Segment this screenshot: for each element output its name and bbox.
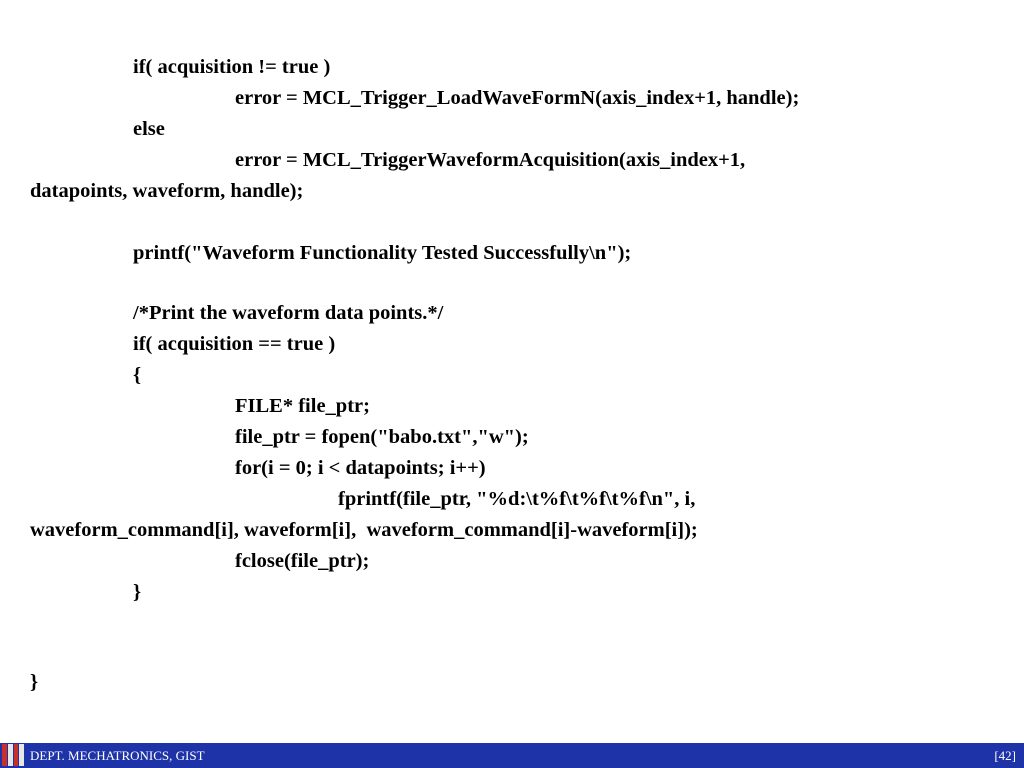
code-line: else (133, 118, 165, 140)
code-line: error = MCL_TriggerWaveformAcquisition(a… (235, 149, 746, 171)
code-line: fprintf(file_ptr, "%d:\t%f\t%f\t%f\n", i… (338, 488, 696, 510)
code-block: if( acquisition != true ) error = MCL_Tr… (30, 52, 1000, 742)
logo-icon (2, 744, 24, 766)
code-line: /*Print the waveform data points.*/ (133, 302, 444, 324)
code-line: fclose(file_ptr); (235, 550, 370, 572)
footer-department: DEPT. MECHATRONICS, GIST (30, 748, 205, 763)
code-line: for(i = 0; i < datapoints; i++) (235, 457, 486, 479)
code-line: if( acquisition != true ) (133, 56, 331, 78)
code-line: FILE* file_ptr; (235, 395, 370, 417)
code-line: if( acquisition == true ) (133, 333, 336, 355)
code-line: } (133, 581, 142, 603)
code-line: file_ptr = fopen("babo.txt","w"); (235, 426, 529, 448)
code-line: { (133, 364, 142, 386)
code-line: error = MCL_Trigger_LoadWaveFormN(axis_i… (235, 87, 800, 109)
page-number: [42] (994, 748, 1016, 763)
code-line: } (30, 671, 39, 693)
code-line: waveform_command[i], waveform[i], wavefo… (30, 519, 698, 541)
footer-bar: DEPT. MECHATRONICS, GIST [42] (0, 743, 1024, 768)
code-line: datapoints, waveform, handle); (30, 180, 304, 202)
code-line: printf("Waveform Functionality Tested Su… (133, 242, 632, 264)
